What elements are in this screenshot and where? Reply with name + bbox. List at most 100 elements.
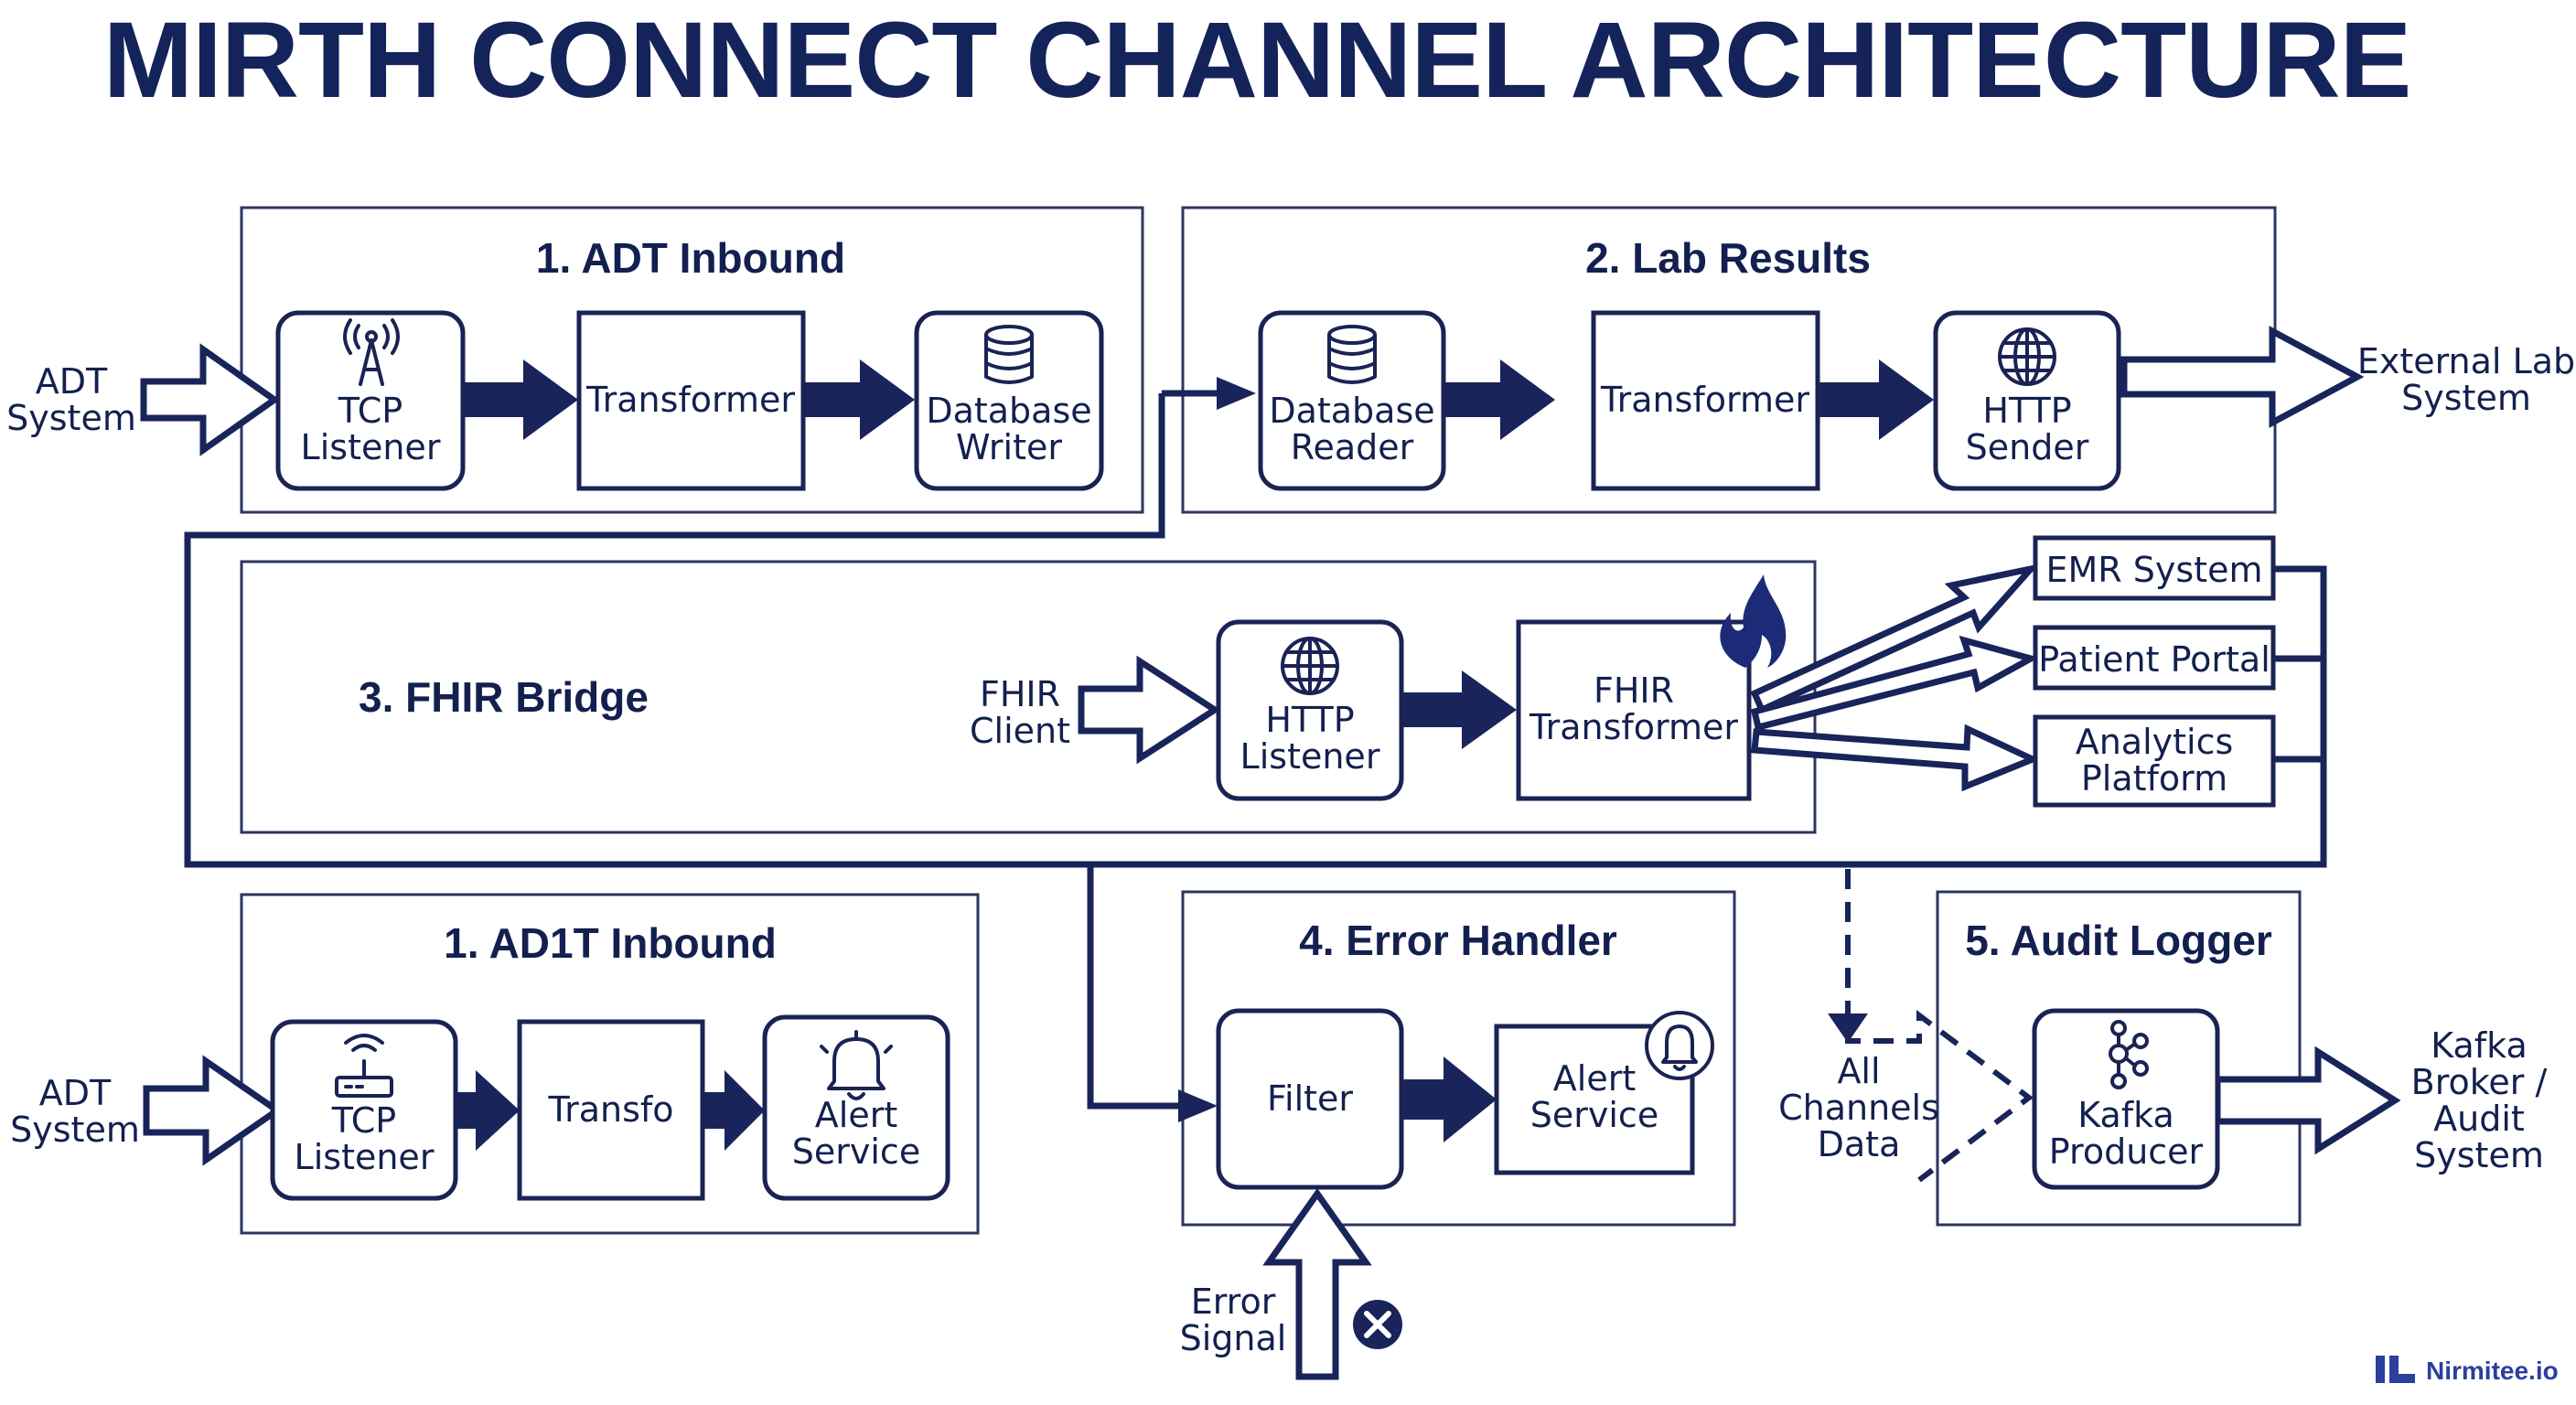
arrow-to-analytics	[1751, 724, 2041, 792]
label-line: Sender	[1966, 427, 2089, 467]
label-line: Kafka	[2431, 1025, 2528, 1066]
flow-arrow-c1-a	[465, 359, 578, 440]
connector-lab-arrowhead	[1217, 377, 1256, 410]
label-line: HTTP	[1265, 700, 1354, 740]
connector-error-arrowhead	[1178, 1089, 1218, 1122]
label-line: Data	[1818, 1124, 1901, 1164]
label-line: Alert	[815, 1095, 897, 1135]
arrow-external-lab	[2120, 326, 2365, 428]
arrow-error-signal	[1262, 1187, 1372, 1380]
antenna-icon	[343, 318, 400, 386]
arrow-kafka-broker	[2214, 1046, 2401, 1155]
node-fhir-transformer[interactable]	[1516, 619, 1752, 801]
node-transformer[interactable]	[1591, 310, 1820, 491]
flow-arrow-c2-b	[1819, 359, 1934, 440]
arrow-to-emr	[1750, 563, 2040, 714]
label-line: Kafka	[2077, 1095, 2174, 1135]
node-transformer-label: Transformer	[1600, 380, 1809, 420]
flow-arrow-c5	[1401, 1056, 1497, 1142]
label-line: Platform	[2081, 758, 2227, 799]
label-line: TCP	[331, 1100, 396, 1141]
label-line: System	[10, 1110, 140, 1150]
close-icon	[1353, 1300, 1402, 1349]
label-line: All	[1837, 1051, 1880, 1091]
label-line: Database	[926, 391, 1091, 431]
globe-icon	[1281, 637, 1339, 695]
node-alert-service[interactable]	[762, 1014, 950, 1201]
label-line: Channels	[1778, 1088, 1939, 1128]
label-line: Error	[1191, 1282, 1276, 1322]
database-icon	[984, 325, 1034, 384]
node-kafka-producer[interactable]	[2032, 1008, 2220, 1190]
label-line: Service	[1530, 1095, 1658, 1135]
label-line: TCP	[338, 391, 402, 431]
arrow-adt-source-1	[140, 343, 281, 456]
label-line: Writer	[956, 427, 1062, 467]
target-emr-system-label: EMR System	[2046, 550, 2263, 590]
arrow-adt-source-2	[143, 1055, 284, 1166]
brand-name: Nirmitee.io	[2426, 1357, 2559, 1385]
label-line: Analytics	[2076, 722, 2234, 762]
node-http-listener[interactable]	[1216, 619, 1404, 801]
node-tcp-listener[interactable]	[275, 310, 466, 491]
label-line: ADT	[39, 1073, 112, 1113]
channel-adt-inbound-2-title: 1. AD1T Inbound	[444, 919, 777, 967]
target-patient-portal-label: Patient Portal	[2038, 639, 2270, 680]
node-filter-label: Filter	[1267, 1078, 1353, 1119]
connector-to-error-handler	[1087, 864, 1189, 1110]
channel-fhir-bridge-title: 3. FHIR Bridge	[359, 673, 649, 721]
node-transformer[interactable]	[576, 310, 806, 491]
label-line: Listener	[301, 427, 441, 467]
channel-adt-inbound-title: 1. ADT Inbound	[536, 234, 845, 282]
node-filter[interactable]	[1216, 1008, 1404, 1190]
target-patient-portal[interactable]	[2033, 625, 2276, 691]
arrow-to-portal	[1750, 635, 2040, 732]
label-line: External Lab	[2357, 341, 2575, 381]
label-line: Producer	[2049, 1132, 2204, 1172]
flow-arrow-c4-b	[703, 1070, 765, 1151]
target-emr-system[interactable]	[2033, 535, 2276, 601]
brand-logo: Nirmitee.io	[2376, 1356, 2559, 1385]
node-database-reader[interactable]	[1258, 310, 1446, 491]
page-title: MIRTH CONNECT CHANNEL ARCHITECTURE	[103, 0, 2411, 121]
fire-icon	[1720, 574, 1787, 668]
node-database-writer[interactable]	[914, 310, 1104, 491]
node-transformer-label: Transfo	[547, 1089, 673, 1130]
target-analytics-platform[interactable]	[2033, 714, 2276, 808]
label-line: System	[2414, 1135, 2544, 1175]
label-line: System	[2401, 378, 2531, 418]
label-line: FHIR	[980, 674, 1060, 714]
label-line: FHIR	[1594, 670, 1674, 711]
logo-shape	[2389, 1356, 2415, 1383]
node-transformer[interactable]	[517, 1019, 705, 1201]
flow-arrow-c4-a	[456, 1070, 520, 1151]
label-line: Transformer	[1529, 707, 1738, 747]
node-tcp-listener[interactable]	[270, 1019, 458, 1201]
channel-lab-results-title: 2. Lab Results	[1585, 234, 1871, 282]
label-line: Broker /	[2411, 1062, 2548, 1102]
connector-dashed-audit	[1845, 869, 2034, 1183]
channel-error-handler-title: 4. Error Handler	[1299, 917, 1617, 964]
connector-channel1-to-channel2	[184, 393, 2327, 868]
channel-audit-logger-title: 5. Audit Logger	[1965, 917, 2272, 964]
dashed-arrowhead	[1828, 1014, 1868, 1043]
bell-icon	[1645, 1011, 1714, 1080]
database-icon	[1327, 325, 1377, 384]
node-http-sender[interactable]	[1933, 310, 2121, 491]
label-line: ADT	[36, 361, 108, 402]
bell-icon	[820, 1030, 893, 1100]
label-line: System	[6, 398, 136, 438]
